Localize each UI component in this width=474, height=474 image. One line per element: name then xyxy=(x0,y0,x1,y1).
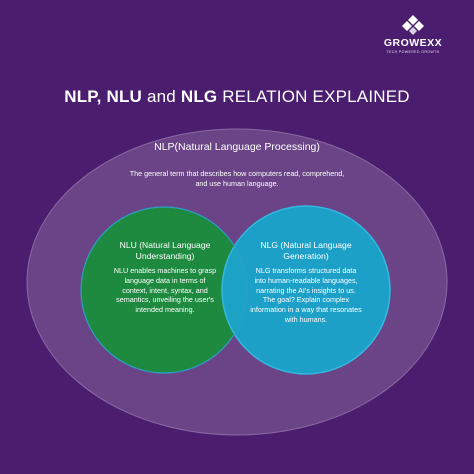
page-title: NLP, NLU and NLG RELATION EXPLAINED xyxy=(0,87,474,107)
logo-tagline: TECH POWERED GROWTH xyxy=(386,50,440,54)
title-bold-part: NLP, NLU xyxy=(64,87,143,106)
nlg-title: NLG (Natural Language Generation) xyxy=(260,240,352,261)
title-bold-part-2: NLG xyxy=(180,87,218,106)
nlu-title: NLU (Natural Language Understanding) xyxy=(119,240,211,261)
nlg-description: NLG transforms structured data into huma… xyxy=(250,266,362,324)
nlu-circle xyxy=(81,207,247,373)
growexx-logo: GROWEXX TECH POWERED GROWTH xyxy=(370,14,456,54)
nlp-title: NLP(Natural Language Processing) xyxy=(154,141,320,153)
logo-mark-icon xyxy=(402,15,424,35)
nlg-circle xyxy=(221,205,391,375)
title-middle: and xyxy=(142,87,181,106)
title-rest: RELATION EXPLAINED xyxy=(217,87,410,106)
logo-wordmark: GROWEXX xyxy=(383,37,443,49)
nlu-circle-outline xyxy=(80,206,248,374)
nlu-description: NLU enables machines to grasp language d… xyxy=(113,266,217,315)
nlp-description: The general term that describes how comp… xyxy=(129,169,345,188)
